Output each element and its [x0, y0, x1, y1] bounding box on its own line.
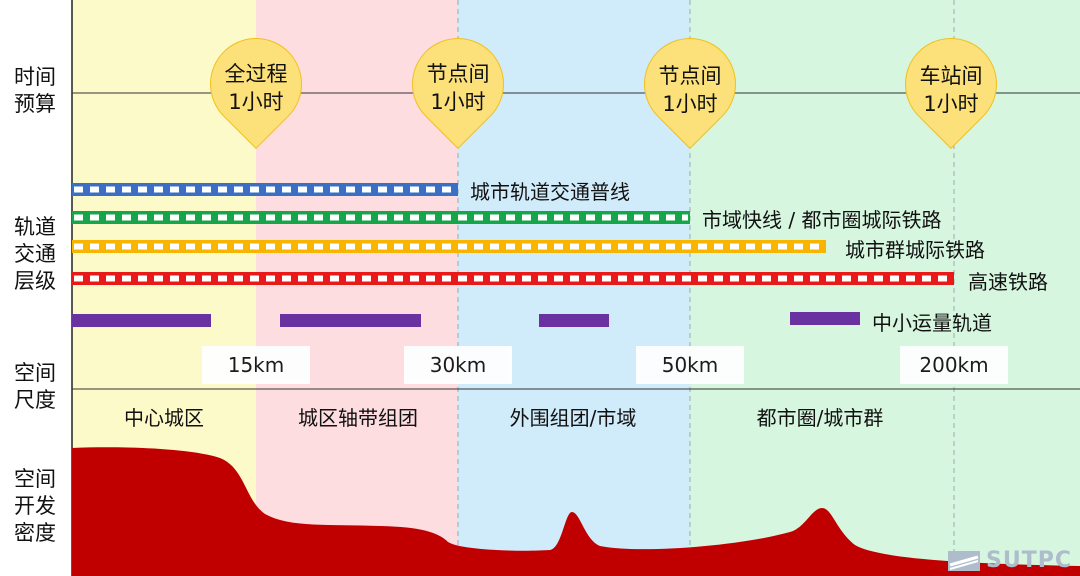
distance-label: 15km	[202, 346, 310, 384]
time-pin-label: 车站间 1小时	[919, 64, 983, 116]
rail-bar-high-speed	[72, 272, 954, 285]
zone-name-center: 中心城区	[124, 406, 204, 430]
time-pin-label: 全过程 1小时	[224, 62, 288, 114]
rail-bar-urban-metro	[72, 183, 458, 196]
logo-text: SUTPC	[986, 548, 1072, 573]
row-label-time-budget: 时间 预算	[14, 65, 56, 116]
time-pin-label: 节点间 1小时	[658, 64, 722, 116]
rail-label-high-speed: 高速铁路	[968, 270, 1048, 294]
logo-mark-icon	[948, 551, 980, 571]
zone-name-outer: 外围组团/市域	[509, 406, 637, 430]
distance-label: 200km	[900, 346, 1008, 384]
row-label-rail-level: 轨道 交通 层级	[14, 215, 56, 293]
rail-bar-intercity	[72, 240, 826, 253]
zone-name-axis: 城区轴带组团	[298, 406, 418, 430]
row-label-spatial-scale: 空间 尺度	[14, 361, 56, 412]
rail-label-intercity: 城市群城际铁路	[845, 238, 985, 262]
rail-label-medium-capacity: 中小运量轨道	[872, 311, 992, 335]
rail-label-urban-metro: 城市轨道交通普线	[470, 180, 630, 204]
medium-capacity-segment	[280, 314, 421, 327]
rail-bar-regional-express	[72, 211, 690, 224]
rail-label-regional-express: 市域快线 / 都市圈城际铁路	[702, 208, 942, 232]
time-pin-label: 节点间 1小时	[426, 62, 490, 114]
distance-label: 50km	[636, 346, 744, 384]
zone-bg-metro	[690, 0, 1080, 576]
medium-capacity-segment	[790, 312, 860, 325]
medium-capacity-segment	[539, 314, 609, 327]
row-label-density: 空间 开发 密度	[14, 467, 56, 545]
zone-name-metro: 都市圈/城市群	[756, 406, 884, 430]
medium-capacity-segment	[72, 314, 211, 327]
density-profile	[72, 447, 1080, 576]
distance-label: 30km	[404, 346, 512, 384]
